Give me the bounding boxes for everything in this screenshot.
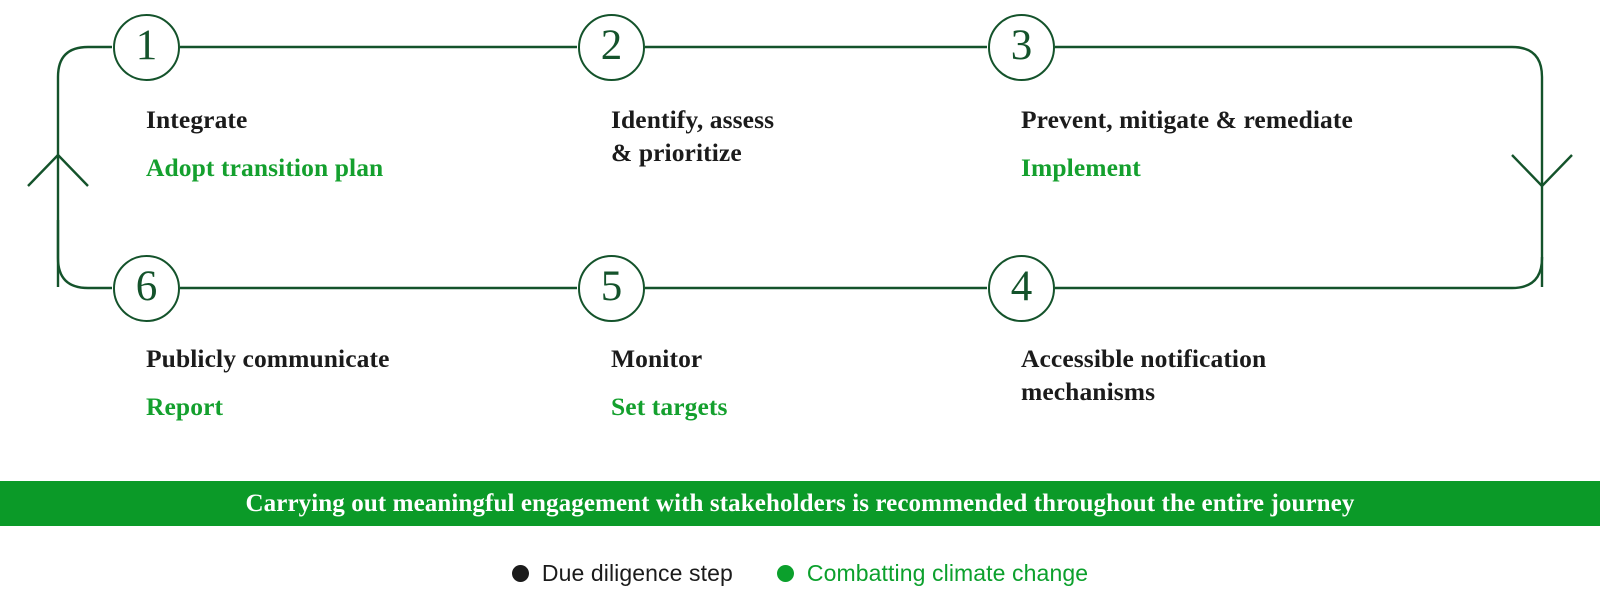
step-title-4: Accessible notification mechanisms (1021, 344, 1267, 406)
connector-left-loop-bottom (56, 220, 112, 290)
legend: Due diligence step Combatting climate ch… (0, 552, 1600, 594)
step-texts-6: Publicly communicate Report (146, 343, 576, 423)
step-texts-2: Identify, assess & prioritize (611, 104, 1041, 169)
legend-item-due-diligence-step: Due diligence step (511, 559, 733, 586)
engagement-banner-text: Carrying out meaningful engagement with … (245, 490, 1355, 517)
step-sub-3: Implement (1021, 152, 1141, 182)
step-number-6: 6 (135, 263, 158, 310)
step-texts-4: Accessible notification mechanisms (1021, 343, 1451, 408)
step-title-3: Prevent, mitigate & remediate (1021, 105, 1353, 134)
step-texts-3: Prevent, mitigate & remediate Implement (1021, 104, 1491, 184)
engagement-banner: Carrying out meaningful engagement with … (0, 481, 1600, 526)
connector-left-loop (56, 45, 112, 287)
step-circle-6[interactable]: 6 (113, 255, 180, 322)
right-down-arrow-icon (1511, 154, 1573, 188)
step-texts-1: Integrate Adopt transition plan (146, 104, 576, 184)
step-circle-4[interactable]: 4 (988, 255, 1055, 322)
black-dot-icon (511, 564, 529, 582)
legend-label-due-diligence-step: Due diligence step (541, 559, 733, 586)
step-circle-1[interactable]: 1 (113, 14, 180, 81)
left-up-arrow-icon (27, 153, 89, 187)
step-number-1: 1 (135, 22, 158, 69)
step-title-6: Publicly communicate (146, 344, 390, 373)
step-sub-6: Report (146, 391, 224, 421)
legend-item-combatting-climate-change: Combatting climate change (776, 559, 1089, 586)
legend-label-combatting-climate-change: Combatting climate change (806, 559, 1089, 586)
green-dot-icon (776, 564, 794, 582)
step-circle-2[interactable]: 2 (578, 14, 645, 81)
step-title-1: Integrate (146, 105, 248, 134)
connector-right-loop-bottom (1055, 257, 1544, 290)
step-texts-5: Monitor Set targets (611, 343, 1041, 423)
step-number-3: 3 (1010, 22, 1033, 69)
step-circle-3[interactable]: 3 (988, 14, 1055, 81)
step-number-2: 2 (600, 22, 623, 69)
step-circle-5[interactable]: 5 (578, 255, 645, 322)
step-title-2: Identify, assess & prioritize (611, 105, 775, 167)
step-sub-5: Set targets (611, 391, 728, 421)
step-title-5: Monitor (611, 344, 703, 373)
step-sub-1: Adopt transition plan (146, 152, 384, 182)
step-number-5: 5 (600, 263, 623, 310)
step-number-4: 4 (1010, 263, 1033, 310)
